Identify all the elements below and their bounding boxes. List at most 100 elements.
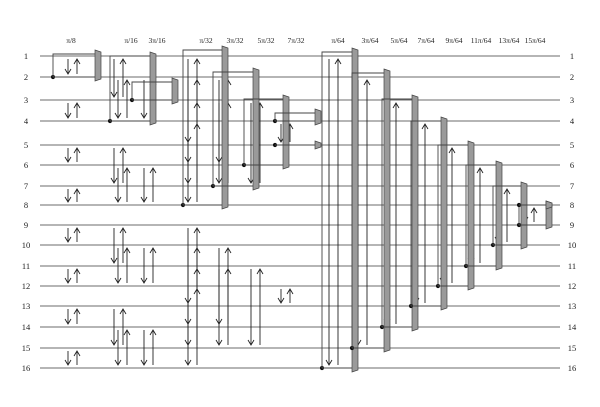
butterfly-arrow-icon [73,147,81,154]
butterfly-arrow-icon [64,318,72,325]
rotator-gate-icon [252,67,260,191]
wire-label-left: 12 [22,281,31,291]
wire-label-right: 11 [568,261,576,271]
butterfly-arrow-icon [140,359,148,366]
butterfly-arrow-icon [325,359,333,366]
rotator-gate-icon [282,94,290,170]
butterfly-arrow-icon [114,196,122,203]
butterfly-arrow-icon [73,350,81,357]
rotator-gate-icon [467,140,475,291]
wire-label-left: 5 [24,140,28,150]
butterfly-arrow-icon [110,91,118,98]
butterfly-arrow-icon [193,58,201,65]
rotator-gate-icon [351,47,359,373]
butterfly-arrow-icon [123,79,131,86]
butterfly-arrow-icon [73,102,81,109]
butterfly-arrow-icon [64,112,72,119]
butterfly-pair [184,288,201,366]
rotator-gate [272,108,322,126]
butterfly-pair [114,329,131,366]
butterfly-arrow-icon [476,167,484,174]
stage-header: π/16 [124,36,138,45]
rotator-bracket [410,120,441,306]
butterfly-arrow-icon [530,207,538,214]
rotator-gate [379,94,419,332]
rotator-gate-icon [545,200,553,210]
wire-label-left: 7 [24,181,28,191]
stage-header: π/8 [66,36,76,45]
butterfly-arrow-icon [64,156,72,163]
butterfly-arrow-icon [114,359,122,366]
stage-header: π/64 [331,36,345,45]
rotator-gate [349,68,391,353]
stage-header: 9π/64 [445,36,462,45]
butterfly-arrow-icon [193,247,201,254]
stage-header: π/32 [199,36,213,45]
butterfly-arrow-icon [193,102,201,109]
butterfly-pair [184,58,201,143]
butterfly-arrow-icon [123,329,131,336]
rotator-bracket [351,72,384,348]
butterfly-pair [325,58,342,366]
wire-label-left: 8 [24,200,28,210]
butterfly-pair [215,268,232,346]
butterfly-pair [64,308,81,325]
rotator-gate-icon [520,181,528,250]
butterfly-pair [140,247,157,284]
rotator-bracket [274,112,315,121]
stage-header: 3π/32 [226,36,243,45]
wire-label-left: 16 [22,363,31,373]
wire-label-right: 9 [570,220,574,230]
rotator-gate [408,116,448,311]
wire-label-right: 14 [568,322,577,332]
butterfly-pair [64,102,81,119]
butterfly-arrow-icon [119,147,127,154]
wire-label-right: 4 [570,116,575,126]
wire-label-left: 13 [22,301,31,311]
butterfly-arrow-icon [224,247,232,254]
rotator-gate [435,140,475,291]
stage-header: 15π/64 [525,36,546,45]
rotator-gate [272,140,322,150]
butterfly-arrow-icon [224,268,232,275]
butterfly-arrow-icon [123,247,131,254]
wire-label-right: 7 [570,181,574,191]
rotator-gate-icon [411,94,419,332]
butterfly-pair [184,227,201,304]
stage-header: 3π/64 [361,36,378,45]
stage-header: 7π/32 [287,36,304,45]
butterfly-pair [110,58,127,98]
wire-label-right: 5 [570,140,574,150]
butterfly-arrow-icon [448,147,456,154]
butterfly-arrow-icon [64,196,72,203]
rotator-gate-icon [94,49,102,82]
butterfly-pair [114,247,131,284]
butterfly-arrow-icon [247,339,255,346]
rotator-gate-icon [171,77,179,105]
butterfly-pair [64,58,81,75]
butterfly-pair [114,79,131,119]
rotator-gate [516,200,553,210]
wire-label-right: 13 [568,301,577,311]
rotator-gate-icon [314,108,322,126]
wire-label-left: 9 [24,220,28,230]
rotator-gate [129,77,179,105]
butterfly-arrow-icon [110,177,118,184]
rotator-bracket [52,53,95,77]
butterfly-pair [64,268,81,284]
wire-label-left: 3 [24,95,28,105]
stage-header: 5π/64 [390,36,407,45]
wire-label-left: 4 [24,116,29,126]
butterfly-pair [277,288,294,304]
butterfly-arrow-icon [73,308,81,315]
butterfly-arrow-icon [119,227,127,234]
stage-header: 13π/64 [499,36,520,45]
butterfly-arrow-icon [184,359,192,366]
rotator-bracket [437,144,468,286]
rotator-gate [463,160,503,271]
wire-label-right: 8 [570,200,574,210]
wire-label-left: 1 [24,51,28,61]
rotator-bracket [243,98,283,165]
